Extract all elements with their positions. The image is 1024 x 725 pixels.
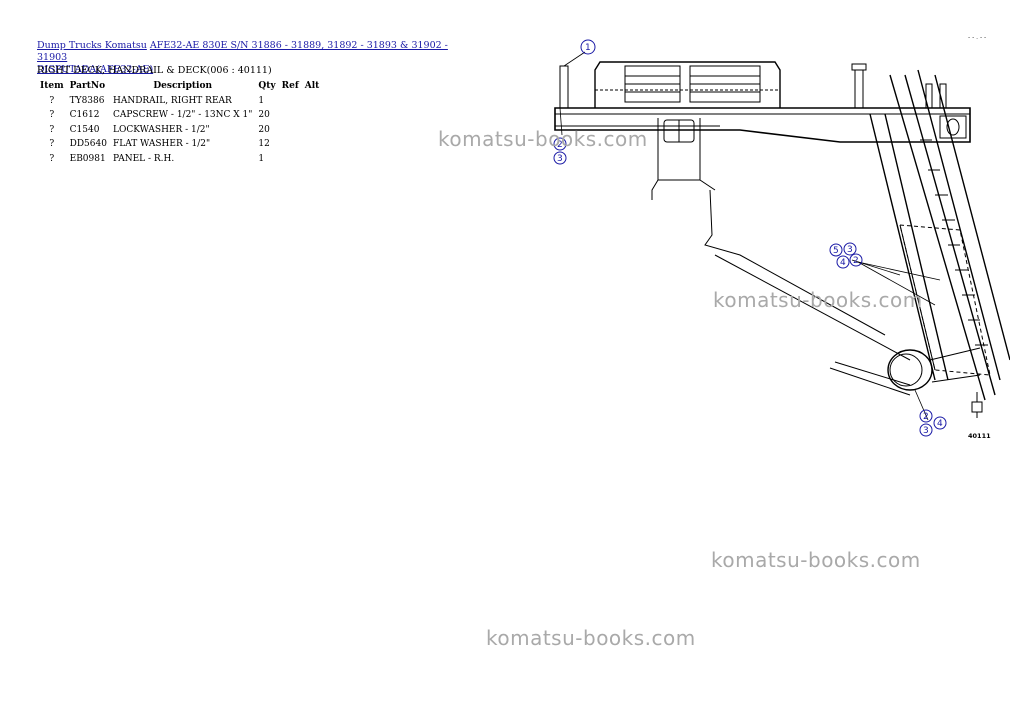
leader-lines xyxy=(559,51,941,421)
callout-label: 2 xyxy=(853,256,859,266)
cell-alt xyxy=(302,123,323,138)
header-qty: Qty xyxy=(258,81,276,91)
parts-table: Item PartNo Description Qty Ref Alt ? TY… xyxy=(37,79,322,166)
cell-item: ? xyxy=(49,124,55,135)
cell-alt xyxy=(302,152,323,167)
callout-label: 1 xyxy=(585,43,591,53)
cell-ref xyxy=(279,94,302,109)
stair-ladder xyxy=(869,69,1010,401)
cell-partno: C1612 xyxy=(69,110,100,120)
table-row: ? DD5640 FLAT WASHER - 1/2" 12 xyxy=(37,137,322,152)
table-row: ? EB0981 PANEL - R.H. 1 xyxy=(37,152,322,167)
cell-item: ? xyxy=(49,110,55,120)
cell-item: ? xyxy=(49,139,55,149)
breadcrumb-link-model[interactable]: AFE32-AE 830E S/N 31886 - 31889, 31892 -… xyxy=(37,40,448,63)
cell-item: ? xyxy=(49,153,55,164)
cell-qty: 20 xyxy=(258,124,270,135)
cell-item: ? xyxy=(49,95,55,106)
cell-qty: 20 xyxy=(258,110,270,120)
cell-partno: C1540 xyxy=(69,124,100,135)
callout-labels: 1 2 3 5 3 4 2 2 3 4 40111 xyxy=(557,43,991,440)
callout-markers xyxy=(553,39,947,437)
header-ref: Ref xyxy=(281,81,299,91)
callout-label: 4 xyxy=(937,419,943,429)
watermark: komatsu-books.com xyxy=(438,127,648,151)
cell-alt xyxy=(302,137,323,152)
callout-label: 2 xyxy=(557,140,563,150)
table-row: ? C1612 CAPSCREW - 1/2" - 13NC X 1" 20 xyxy=(37,108,322,123)
table-row: ? C1540 LOCKWASHER - 1/2" 20 xyxy=(37,123,322,138)
callout-label: 3 xyxy=(847,245,853,255)
breadcrumb-link-dump-trucks[interactable]: Dump Trucks Komatsu xyxy=(37,40,147,51)
header-partno: PartNo xyxy=(69,81,106,91)
watermark: komatsu-books.com xyxy=(711,548,921,572)
lower-frame xyxy=(704,189,983,418)
side-panel-rh xyxy=(899,224,991,376)
callout-label: 3 xyxy=(557,154,563,164)
section-title: RIGHT DECK, HANDRAIL & DECK(006 : 40111) xyxy=(37,65,272,76)
cell-description: PANEL - R.H. xyxy=(112,153,175,164)
callout-label: 5 xyxy=(833,246,839,256)
header-description: Description xyxy=(153,81,213,91)
callout-label: 2 xyxy=(923,412,929,422)
cell-partno: TY8386 xyxy=(69,95,105,106)
cell-description: FLAT WASHER - 1/2" xyxy=(112,139,211,149)
watermark: komatsu-books.com xyxy=(486,626,696,650)
cell-qty: 12 xyxy=(258,139,270,149)
rear-handrail xyxy=(559,61,947,109)
cell-qty: 1 xyxy=(258,153,265,164)
callout-label: 4 xyxy=(840,258,846,268)
breadcrumb-link-disputada[interactable]: DISPUTADA(AFE32-AE) xyxy=(37,64,154,75)
cell-description: CAPSCREW - 1/2" - 13NC X 1" xyxy=(112,110,253,120)
cell-ref xyxy=(279,123,302,138)
cell-partno: DD5640 xyxy=(69,139,107,149)
table-row: ? TY8386 HANDRAIL, RIGHT REAR 1 xyxy=(37,94,322,109)
watermark: komatsu-books.com xyxy=(713,288,923,312)
cell-partno: EB0981 xyxy=(69,153,106,164)
cell-ref xyxy=(279,108,302,123)
top-right-mark: - - . - - xyxy=(968,34,987,41)
cell-ref xyxy=(279,152,302,167)
header-item: Item xyxy=(40,81,64,91)
cell-ref xyxy=(279,137,302,152)
cell-alt xyxy=(302,108,323,123)
deck-handrail-diagram: 1 2 3 5 3 4 2 2 3 4 40111 xyxy=(553,39,1010,440)
cell-qty: 1 xyxy=(258,95,265,106)
breadcrumb: Dump Trucks Komatsu AFE32-AE 830E S/N 31… xyxy=(37,40,457,76)
cell-alt xyxy=(302,94,323,109)
cell-description: HANDRAIL, RIGHT REAR xyxy=(112,95,232,106)
callout-label: 3 xyxy=(923,426,929,436)
cell-description: LOCKWASHER - 1/2" xyxy=(112,124,210,135)
table-header-row: Item PartNo Description Qty Ref Alt xyxy=(37,79,322,94)
header-alt: Alt xyxy=(304,81,320,91)
figure-number: 40111 xyxy=(968,432,991,440)
center-bracket xyxy=(651,118,716,200)
